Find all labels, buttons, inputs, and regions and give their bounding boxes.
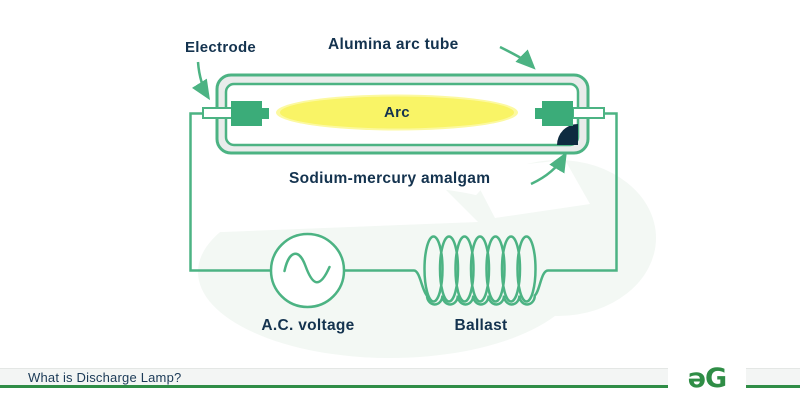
electrode-right	[535, 101, 605, 126]
ballast-coil	[423, 235, 537, 303]
alumina-arc-tube-label: Alumina arc tube	[328, 36, 459, 53]
electrode-arrow-icon	[191, 61, 210, 101]
ballast-label: Ballast	[454, 317, 508, 334]
footer-accent-line	[0, 385, 800, 388]
circuit-wire-left	[189, 112, 271, 272]
sine-wave-icon	[283, 252, 331, 284]
geeksforgeeks-logo-icon: ǝG	[687, 363, 727, 394]
footer-title: What is Discharge Lamp?	[28, 370, 182, 385]
amalgam-arrow-icon	[530, 151, 567, 186]
background-decoration	[198, 160, 656, 358]
arc-ellipse	[280, 96, 514, 129]
electrode-label: Electrode	[185, 39, 257, 56]
ac-voltage-label: A.C. voltage	[261, 317, 355, 334]
geeksforgeeks-logo: ǝG	[668, 358, 746, 392]
circuit-wire-right-with-coil-base	[344, 112, 618, 306]
alumina-arrow-icon	[499, 45, 536, 70]
sodium-mercury-amalgam-label: Sodium-mercury amalgam	[289, 170, 491, 187]
arc-label: Arc	[384, 104, 410, 121]
footer-band	[0, 368, 800, 385]
electrode-left	[202, 101, 269, 126]
amalgam-shape	[557, 124, 578, 145]
